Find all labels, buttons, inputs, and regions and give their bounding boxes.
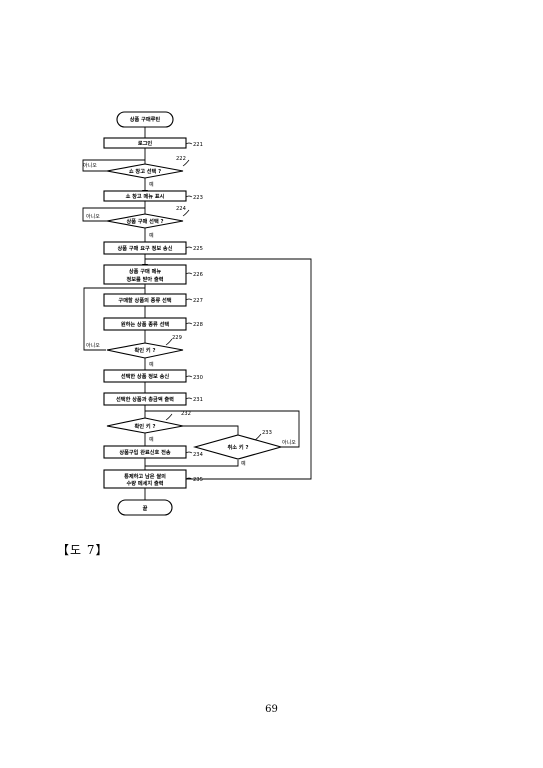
node-222-label: 쇼 창고 선택 ?	[129, 167, 161, 175]
process-234	[103, 445, 187, 459]
decision-229	[106, 342, 184, 359]
node-227-label: 구매할 상품의 종류 선택	[118, 296, 171, 304]
node-235-label-2: 수량 메세지 출력	[126, 479, 163, 487]
ref-222: 222	[176, 156, 186, 162]
no-label-224: 아니오	[86, 213, 100, 220]
ref-229: 229	[172, 335, 182, 341]
ref-228: 228	[193, 322, 203, 328]
ref-225: 225	[193, 246, 203, 252]
decision-224	[106, 213, 184, 229]
process-230	[103, 369, 187, 383]
node-229-label: 확인 키 ?	[135, 346, 156, 354]
ref-233: 233	[262, 430, 272, 436]
ref-232: 232	[181, 411, 191, 417]
node-223-label: 쇼 창고 메뉴 표시	[126, 192, 165, 200]
node-start-label: 상품 구매루틴	[130, 115, 161, 123]
process-226	[103, 264, 187, 285]
ref-234: 234	[193, 452, 204, 458]
ref-221: 221	[193, 142, 203, 148]
page-number: 69	[265, 704, 278, 715]
decision-222	[106, 163, 184, 179]
decision-233	[192, 434, 284, 460]
yes-label-233: 예	[241, 460, 246, 467]
yes-label-224: 예	[149, 232, 154, 239]
no-label-233: 아니오	[282, 439, 296, 446]
figure-caption: 【도 7】	[57, 543, 109, 557]
node-end-label: 끝	[143, 504, 148, 512]
process-223	[103, 190, 187, 202]
node-230-label: 선택한 상품 정보 송신	[121, 372, 170, 380]
ref-223: 223	[193, 195, 203, 201]
node-226-label-2: 정보를 받아 출력	[126, 275, 163, 283]
ref-230: 230	[193, 375, 203, 381]
node-233-label: 취소 키 ?	[228, 443, 249, 451]
ref-227: 227	[193, 298, 203, 304]
node-234-label: 상품구입 완료신호 전송	[119, 448, 171, 456]
yes-label-229: 예	[149, 361, 154, 368]
ref-231: 231	[193, 397, 203, 403]
process-221	[103, 137, 187, 149]
node-228-label: 원하는 상품 종류 선택	[121, 320, 170, 328]
ref-226: 226	[193, 272, 203, 278]
decision-232	[106, 417, 184, 434]
yes-label-232: 예	[149, 436, 154, 443]
node-231-label: 선택한 상품과 총금액 출력	[116, 395, 174, 403]
node-235-label-1: 통제하고 남은 쌀의	[124, 472, 166, 480]
node-226-label-1: 상품 구매 메뉴	[129, 267, 161, 275]
node-225-label: 상품 구매 요구 정보 송신	[118, 244, 173, 252]
yes-label-222: 예	[149, 181, 154, 188]
ref-224: 224	[176, 206, 187, 212]
no-label-222: 아니오	[83, 162, 97, 169]
node-224-label: 상품 구매 선택 ?	[126, 217, 163, 225]
node-232-label: 확인 키 ?	[135, 422, 156, 430]
ref-235: 235	[193, 477, 203, 483]
node-221-label: 로그인	[138, 139, 153, 147]
no-label-229: 아니오	[86, 342, 100, 349]
end-terminal	[117, 499, 173, 516]
start-terminal	[116, 111, 174, 128]
